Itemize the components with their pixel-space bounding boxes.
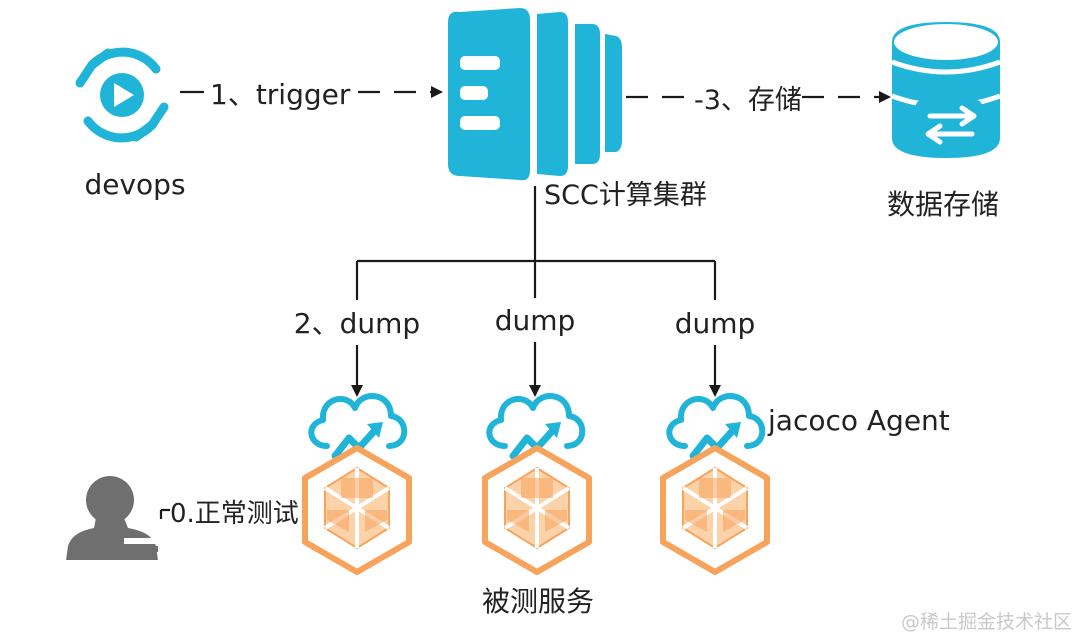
watermark-text: @稀土掘金技术社区 xyxy=(901,611,1072,633)
edge-trigger-label: 1、trigger xyxy=(210,78,351,111)
service-hexagon-icon-3 xyxy=(663,448,767,572)
service-hexagon-icon-2 xyxy=(485,448,589,572)
services-group-label: 被测服务 xyxy=(482,585,594,618)
scc-cluster-label: SCC计算集群 xyxy=(544,180,707,211)
edge-normal-test-label: 0.正常测试 xyxy=(170,499,299,529)
scc-cluster-icon xyxy=(448,8,622,181)
edge-dump-1-label: 2、dump xyxy=(294,307,420,340)
database-sync-icon xyxy=(891,22,1001,158)
edge-dump-3-label: dump xyxy=(675,307,756,340)
devops-label: devops xyxy=(84,168,185,201)
devops-icon xyxy=(75,47,169,143)
person-icon xyxy=(66,476,158,560)
service-hexagon-icon-1 xyxy=(305,448,409,572)
jacoco-agent-label: jacoco Agent xyxy=(767,404,950,437)
edge-dump-2-label: dump xyxy=(495,304,576,337)
data-storage-label: 数据存储 xyxy=(887,188,999,221)
edge-store-label: -3、存储 xyxy=(694,85,802,116)
